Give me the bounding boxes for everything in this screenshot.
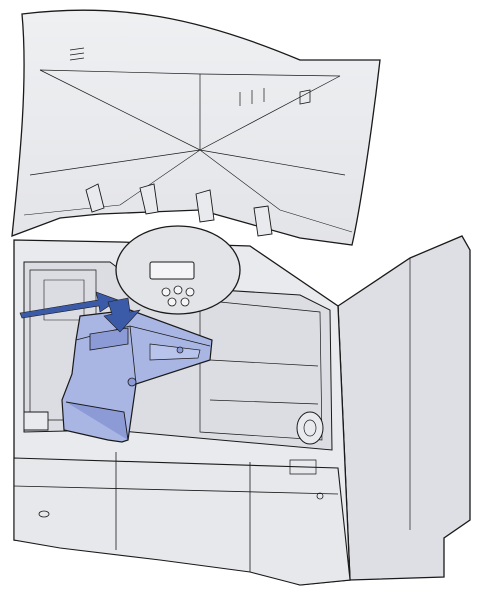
control-panel-display <box>149 261 195 280</box>
panel-button <box>185 287 195 297</box>
insert-arrow-icon <box>19 291 119 319</box>
panel-button <box>167 297 177 307</box>
paper-tray <box>13 457 351 586</box>
printer-open-lid <box>11 9 381 246</box>
panel-button <box>173 285 183 295</box>
panel-button <box>180 297 190 307</box>
toner-cartridge-icon <box>61 309 213 443</box>
printer-side-panel <box>337 235 471 581</box>
panel-button <box>161 287 171 297</box>
down-arrow-icon <box>103 297 141 333</box>
